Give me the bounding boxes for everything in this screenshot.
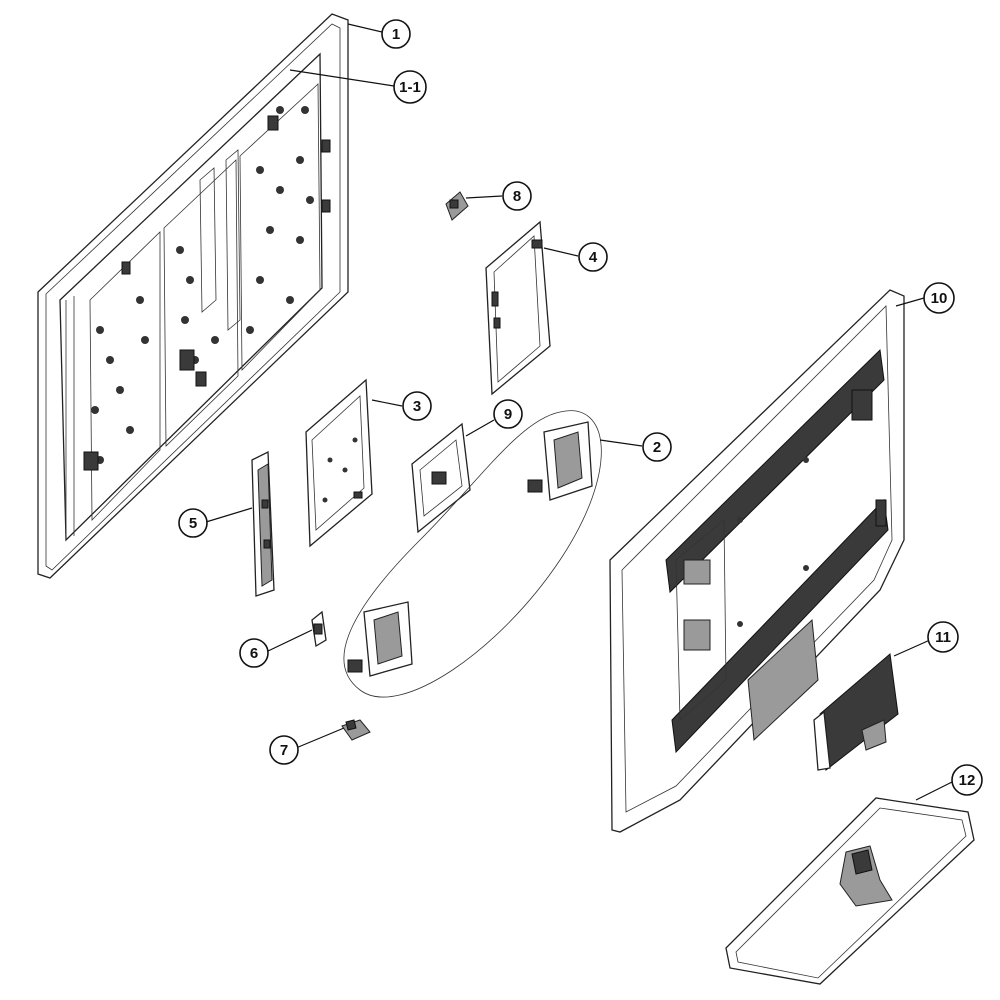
callout-4: 4 xyxy=(578,242,608,272)
part-2-bracket-group xyxy=(343,410,602,698)
callout-12-text: 12 xyxy=(959,772,976,789)
part-12-stand-base xyxy=(725,797,975,985)
part-6-clip xyxy=(311,610,327,648)
callout-12: 12 xyxy=(951,764,983,796)
part-8-connector xyxy=(445,191,469,221)
callout-7: 7 xyxy=(269,735,299,765)
part-2-bracket-lower xyxy=(347,601,413,677)
callout-2: 2 xyxy=(642,432,672,462)
leader-5 xyxy=(205,507,253,523)
callout-10: 10 xyxy=(923,282,955,314)
callout-10-text: 10 xyxy=(931,290,948,307)
leader-2 xyxy=(599,439,643,447)
callout-1-1: 1-1 xyxy=(393,70,427,104)
callout-6-text: 6 xyxy=(250,645,258,662)
leader-11 xyxy=(893,639,931,657)
callout-9-text: 9 xyxy=(504,406,512,423)
leader-4 xyxy=(543,247,579,257)
callout-4-text: 4 xyxy=(589,249,598,266)
part-11-stand-neck xyxy=(813,653,899,771)
callout-11-text: 11 xyxy=(935,629,951,646)
callout-8-text: 8 xyxy=(513,188,521,205)
callout-6: 6 xyxy=(239,638,269,668)
callout-3: 3 xyxy=(402,391,432,421)
callout-9: 9 xyxy=(493,399,523,429)
leader-12 xyxy=(915,781,953,801)
leader-6 xyxy=(265,629,313,653)
part-9-small-board xyxy=(411,422,471,534)
part-4-power-board xyxy=(485,220,551,396)
callout-1: 1 xyxy=(381,19,411,49)
part-10-rear-cover xyxy=(609,289,905,833)
leader-1-1 xyxy=(289,69,395,87)
leader-3 xyxy=(371,399,403,407)
part-1-display-panel xyxy=(37,13,349,579)
callout-7-text: 7 xyxy=(280,742,288,759)
part-5-side-bracket xyxy=(251,450,275,597)
callout-5: 5 xyxy=(178,508,208,538)
leader-lines xyxy=(205,23,953,801)
leader-10 xyxy=(895,297,925,307)
callout-1-text: 1 xyxy=(392,26,400,43)
callout-3-text: 3 xyxy=(413,398,421,415)
leader-1 xyxy=(347,23,383,33)
callout-5-text: 5 xyxy=(189,515,197,532)
leader-7 xyxy=(295,727,345,749)
callout-8: 8 xyxy=(502,181,532,211)
leader-9 xyxy=(465,419,495,437)
callout-11: 11 xyxy=(927,621,959,653)
part-7-button xyxy=(341,719,371,741)
part-3-main-board xyxy=(305,378,373,548)
leader-8 xyxy=(465,195,503,199)
part-2-bracket-upper xyxy=(527,421,593,501)
callout-1-1-text: 1-1 xyxy=(399,79,421,96)
callout-2-text: 2 xyxy=(653,439,661,456)
